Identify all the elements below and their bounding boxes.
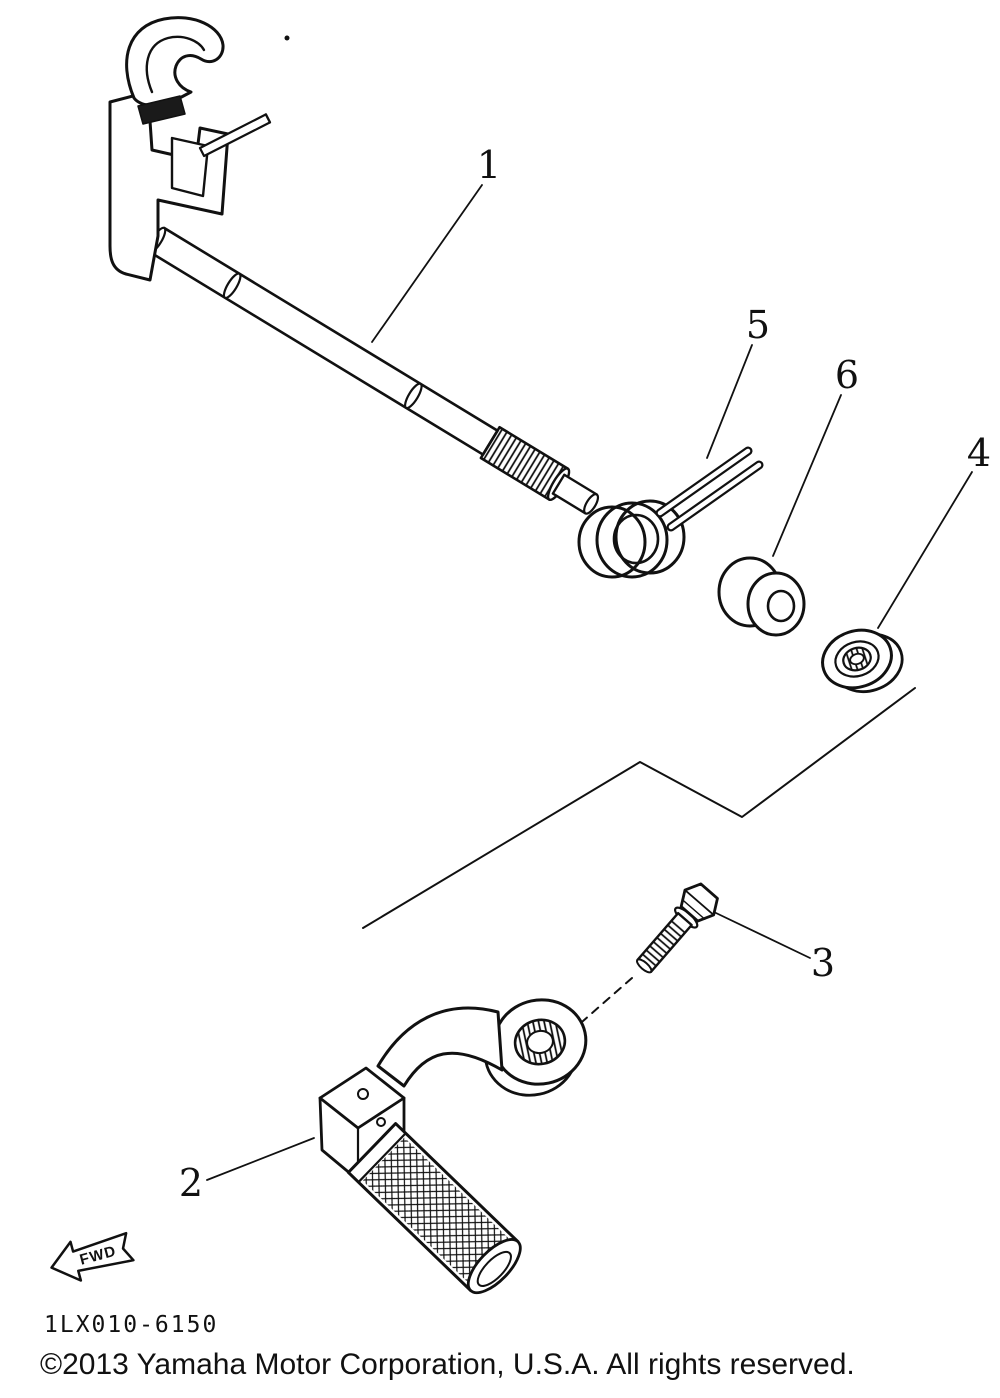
bolt xyxy=(636,882,719,974)
scan-dot xyxy=(284,35,290,41)
torsion-spring xyxy=(577,446,764,579)
leader-line-1 xyxy=(371,184,483,343)
spacer-collar xyxy=(717,556,806,637)
copyright-text: ©2013 Yamaha Motor Corporation, U.S.A. A… xyxy=(40,1348,855,1381)
leader-line-6 xyxy=(772,394,842,557)
pawl-rod xyxy=(198,113,272,158)
leader-line-4 xyxy=(877,471,973,629)
callout-3-label: 3 xyxy=(811,941,835,985)
callout-1-label: 1 xyxy=(477,143,501,187)
callout-leaders xyxy=(206,184,973,1181)
shift-pedal xyxy=(318,998,588,1295)
callout-2-label: 2 xyxy=(179,1161,203,1205)
callout-5-label: 5 xyxy=(746,303,770,347)
guide-lines xyxy=(362,687,916,1029)
shift-arm-bracket xyxy=(108,16,272,282)
shift-shaft xyxy=(147,226,600,515)
callout-4-label: 4 xyxy=(967,431,991,475)
leader-line-5 xyxy=(706,344,753,459)
part-code: 1LX010-6150 xyxy=(44,1312,218,1338)
leader-line-3 xyxy=(715,912,811,959)
callout-6-label: 6 xyxy=(835,353,859,397)
fwd-arrow-icon: FWD xyxy=(50,1231,135,1282)
pawl-block xyxy=(137,95,186,125)
leader-line-2 xyxy=(206,1137,315,1181)
bearing xyxy=(821,628,904,694)
